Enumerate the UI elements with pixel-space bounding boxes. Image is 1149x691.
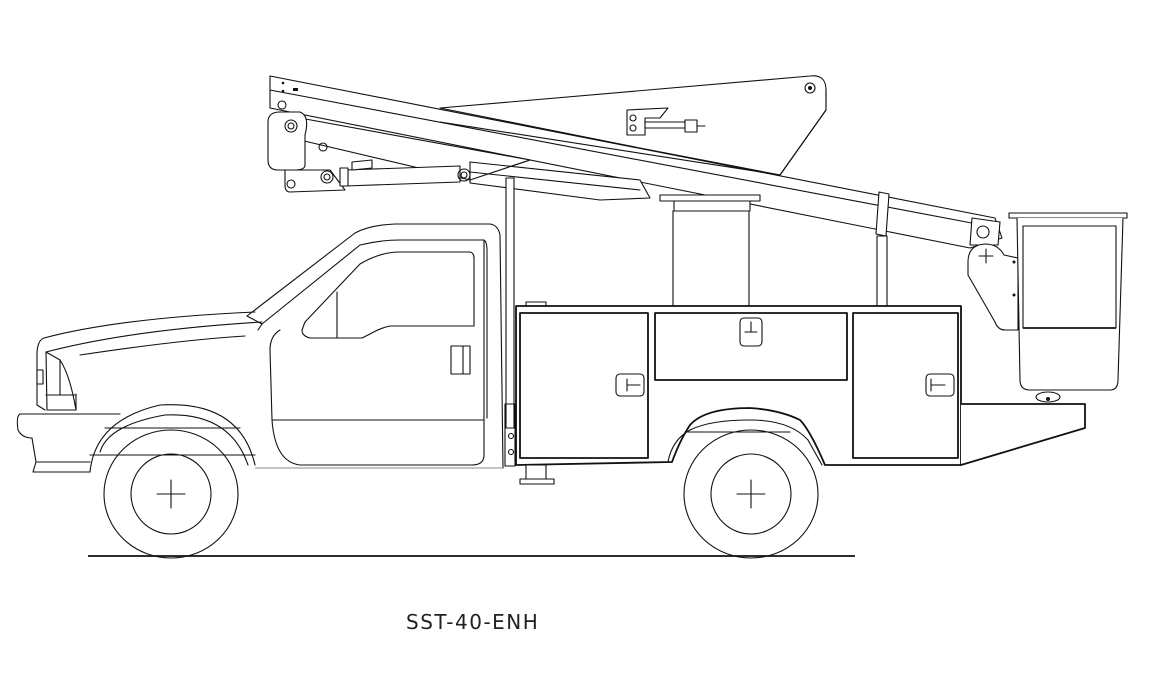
front-wheel — [103, 429, 239, 559]
rear-wheel — [683, 429, 819, 559]
truck-cab — [16, 223, 504, 473]
model-designation-label: SST-40-ENH — [406, 610, 540, 634]
utility-service-body — [504, 301, 1086, 485]
telescopic-boom — [267, 75, 1003, 249]
top-center-compartment-lid[interactable] — [654, 312, 848, 381]
aerial-bucket — [967, 212, 1128, 403]
boom-pedestal — [505, 177, 890, 429]
right-compartment-door[interactable] — [852, 312, 959, 459]
left-compartment-door[interactable] — [519, 312, 649, 459]
